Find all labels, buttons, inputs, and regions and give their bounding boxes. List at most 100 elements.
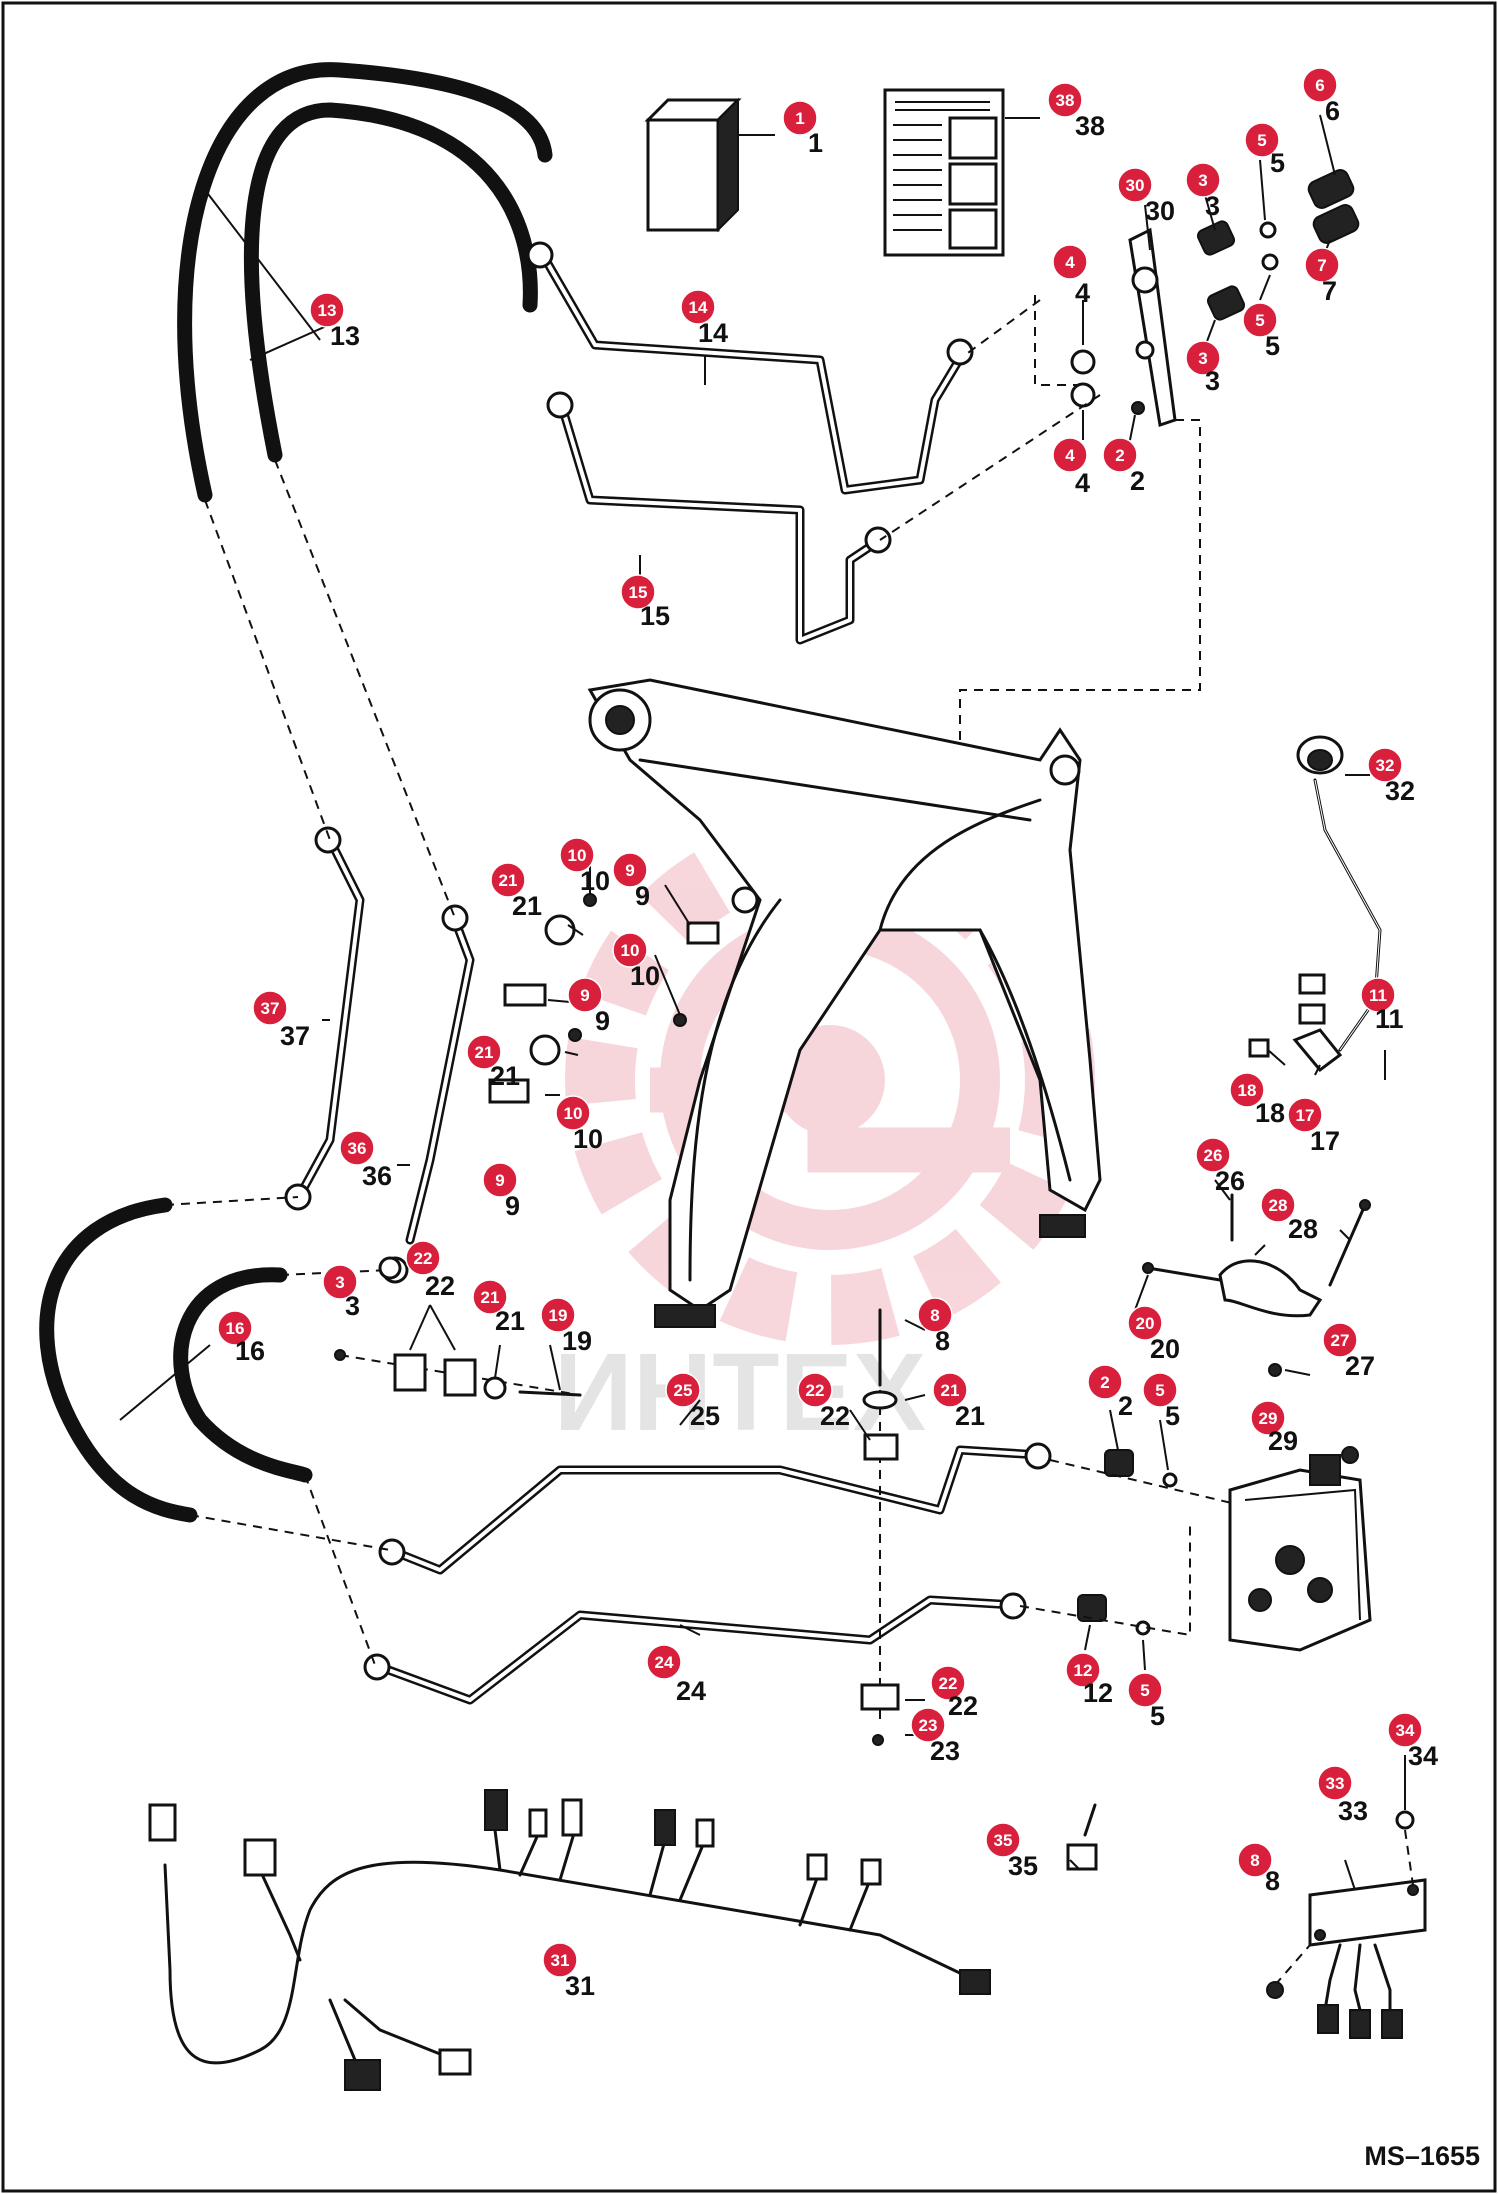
callout-marker-number: 37 — [261, 999, 280, 1018]
callout-label: 10 — [630, 961, 660, 991]
callout-label: 16 — [235, 1336, 265, 1366]
callout-marker — [540, 1297, 576, 1333]
callout-marker — [1242, 302, 1278, 338]
clamp-set-left — [334, 1256, 582, 1400]
callout-marker — [1304, 247, 1340, 283]
callout-marker — [917, 1297, 953, 1333]
callout-label: 22 — [820, 1401, 850, 1431]
callout-marker-number: 13 — [318, 301, 337, 320]
callout-marker — [1244, 122, 1280, 158]
callout-marker — [620, 574, 656, 610]
callout-marker-number: 9 — [495, 1171, 504, 1190]
callout-marker — [466, 1034, 502, 1070]
callout-marker — [482, 1162, 518, 1198]
callout-marker — [782, 100, 818, 136]
callout-marker-number: 7 — [1317, 256, 1326, 275]
callout-marker-number: 15 — [629, 583, 648, 602]
callout-marker — [1360, 977, 1396, 1013]
dashed-hose-b — [274, 459, 456, 919]
callout-marker — [322, 1264, 358, 1300]
part-24-tube — [363, 1592, 1027, 1705]
dashed-hose-c — [189, 1514, 391, 1551]
callout-marker — [612, 852, 648, 888]
callout-marker — [1387, 1712, 1423, 1748]
callout-5: 55 — [1244, 122, 1285, 178]
callout-marker-number: 26 — [1204, 1146, 1223, 1165]
callout-label: 5 — [1150, 1701, 1165, 1731]
callout-marker-number: 22 — [806, 1381, 825, 1400]
callout-marker-number: 32 — [1376, 756, 1395, 775]
callout-3: 33 — [322, 1264, 360, 1321]
callout-label: 31 — [565, 1971, 595, 2001]
callout-marker-number: 10 — [568, 846, 587, 865]
callout-marker-number: 2 — [1115, 446, 1124, 465]
callout-marker-number: 10 — [564, 1104, 583, 1123]
callout-9: 99 — [482, 1162, 520, 1221]
callout-label: 19 — [562, 1326, 592, 1356]
callout-label: 30 — [1145, 196, 1175, 226]
callout-marker — [797, 1372, 833, 1408]
callout-marker-number: 21 — [941, 1381, 960, 1400]
callout-marker — [1260, 1187, 1296, 1223]
dashed-hose-d — [304, 1474, 376, 1666]
callout-marker — [910, 1707, 946, 1743]
callout-label: 36 — [362, 1161, 392, 1191]
callout-label: 21 — [495, 1306, 525, 1336]
callout-marker — [542, 1942, 578, 1978]
callout-label: 21 — [512, 891, 542, 921]
callout-marker — [1185, 340, 1221, 376]
callout-label: 20 — [1150, 1334, 1180, 1364]
callout-label: 22 — [948, 1691, 978, 1721]
callout-marker-number: 8 — [1250, 1851, 1259, 1870]
callout-label: 28 — [1288, 1214, 1318, 1244]
callout-marker-number: 36 — [348, 1139, 367, 1158]
callout-marker — [1065, 1652, 1101, 1688]
callout-marker-number: 38 — [1056, 91, 1075, 110]
callout-label: 21 — [490, 1061, 520, 1091]
callout-marker-number: 16 — [226, 1319, 245, 1338]
callout-label: 4 — [1075, 278, 1090, 308]
callout-marker-number: 18 — [1238, 1081, 1257, 1100]
callout-4: 44 — [1052, 244, 1090, 308]
callout-marker-number: 4 — [1065, 253, 1075, 272]
callout-2: 22 — [1087, 1364, 1133, 1421]
callout-marker-number: 19 — [549, 1306, 568, 1325]
callout-label: 34 — [1408, 1741, 1438, 1771]
callout-marker — [1127, 1672, 1163, 1708]
callout-label: 21 — [955, 1401, 985, 1431]
callout-6: 66 — [1302, 67, 1340, 126]
callout-label: 24 — [676, 1676, 706, 1706]
part-14-tube — [526, 241, 974, 495]
callout-label: 27 — [1345, 1351, 1375, 1381]
callout-1: 11 — [782, 100, 823, 158]
callout-label: 5 — [1265, 331, 1280, 361]
callout-marker — [932, 1372, 968, 1408]
callout-marker — [1195, 1137, 1231, 1173]
callout-label: 8 — [935, 1326, 950, 1356]
callout-marker-number: 3 — [1198, 349, 1207, 368]
callout-marker — [1052, 437, 1088, 473]
callout-marker — [1087, 1364, 1123, 1400]
callout-label: 10 — [580, 866, 610, 896]
callout-marker — [1185, 162, 1221, 198]
callout-marker-number: 29 — [1259, 1409, 1278, 1428]
callout-4: 44 — [1052, 437, 1090, 498]
callout-label: 26 — [1215, 1166, 1245, 1196]
callout-marker-number: 3 — [335, 1273, 344, 1292]
callout-marker-number: 3 — [1198, 171, 1207, 190]
